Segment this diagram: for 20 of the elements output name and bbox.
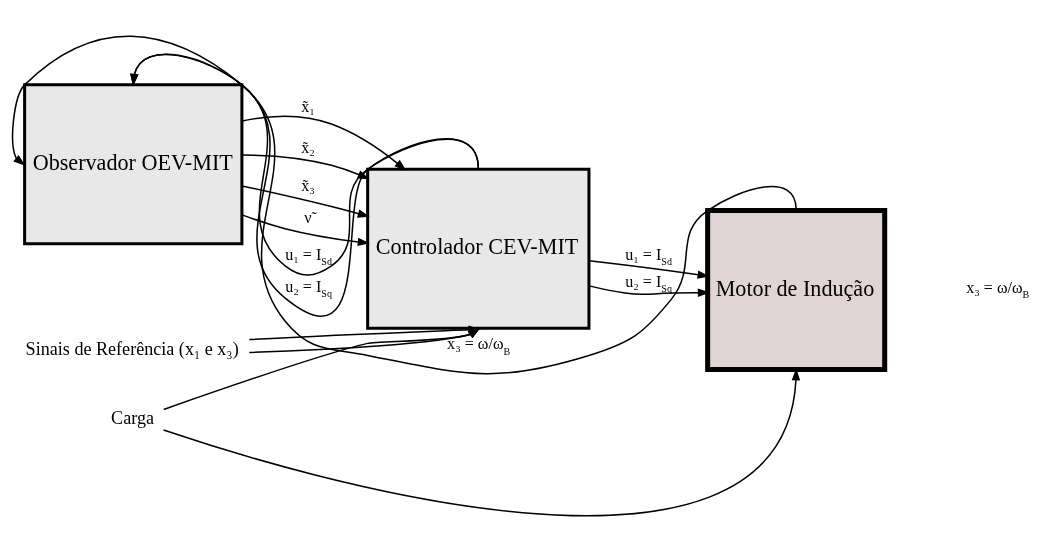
node-text: Sinais de Referência (x₁ e x₃): [25, 338, 239, 359]
arrow: [241, 214, 370, 247]
node-box: Controlador CEV-MIT: [366, 167, 591, 330]
arrow: [241, 185, 370, 218]
arrow: [11, 35, 797, 375]
edge-label: x₃ = ω/ω$_{B}$: [447, 335, 511, 357]
edge-label: x̃₃: [301, 177, 315, 195]
edge-label: x̃₁: [301, 97, 315, 115]
edge-label: u₂ = I$_{Sq}$: [285, 277, 332, 300]
edge-label: u₂ = I$_{Sq}$: [625, 272, 673, 295]
arrow: [130, 53, 480, 317]
edge-label: x̃₂: [301, 139, 315, 157]
node-text: Carga: [111, 408, 155, 429]
arrow: [130, 53, 480, 276]
edge-label: u₁ = I$_{Sd}$: [285, 245, 332, 268]
label: x₃ = ω/ω$_{B}$: [966, 278, 1030, 301]
node-box: Motor de Indução: [705, 208, 888, 373]
node-box: Observador OEV-MIT: [23, 83, 244, 246]
arrow: [241, 115, 407, 171]
edge-label: u₁ = I$_{Sd}$: [625, 245, 673, 268]
